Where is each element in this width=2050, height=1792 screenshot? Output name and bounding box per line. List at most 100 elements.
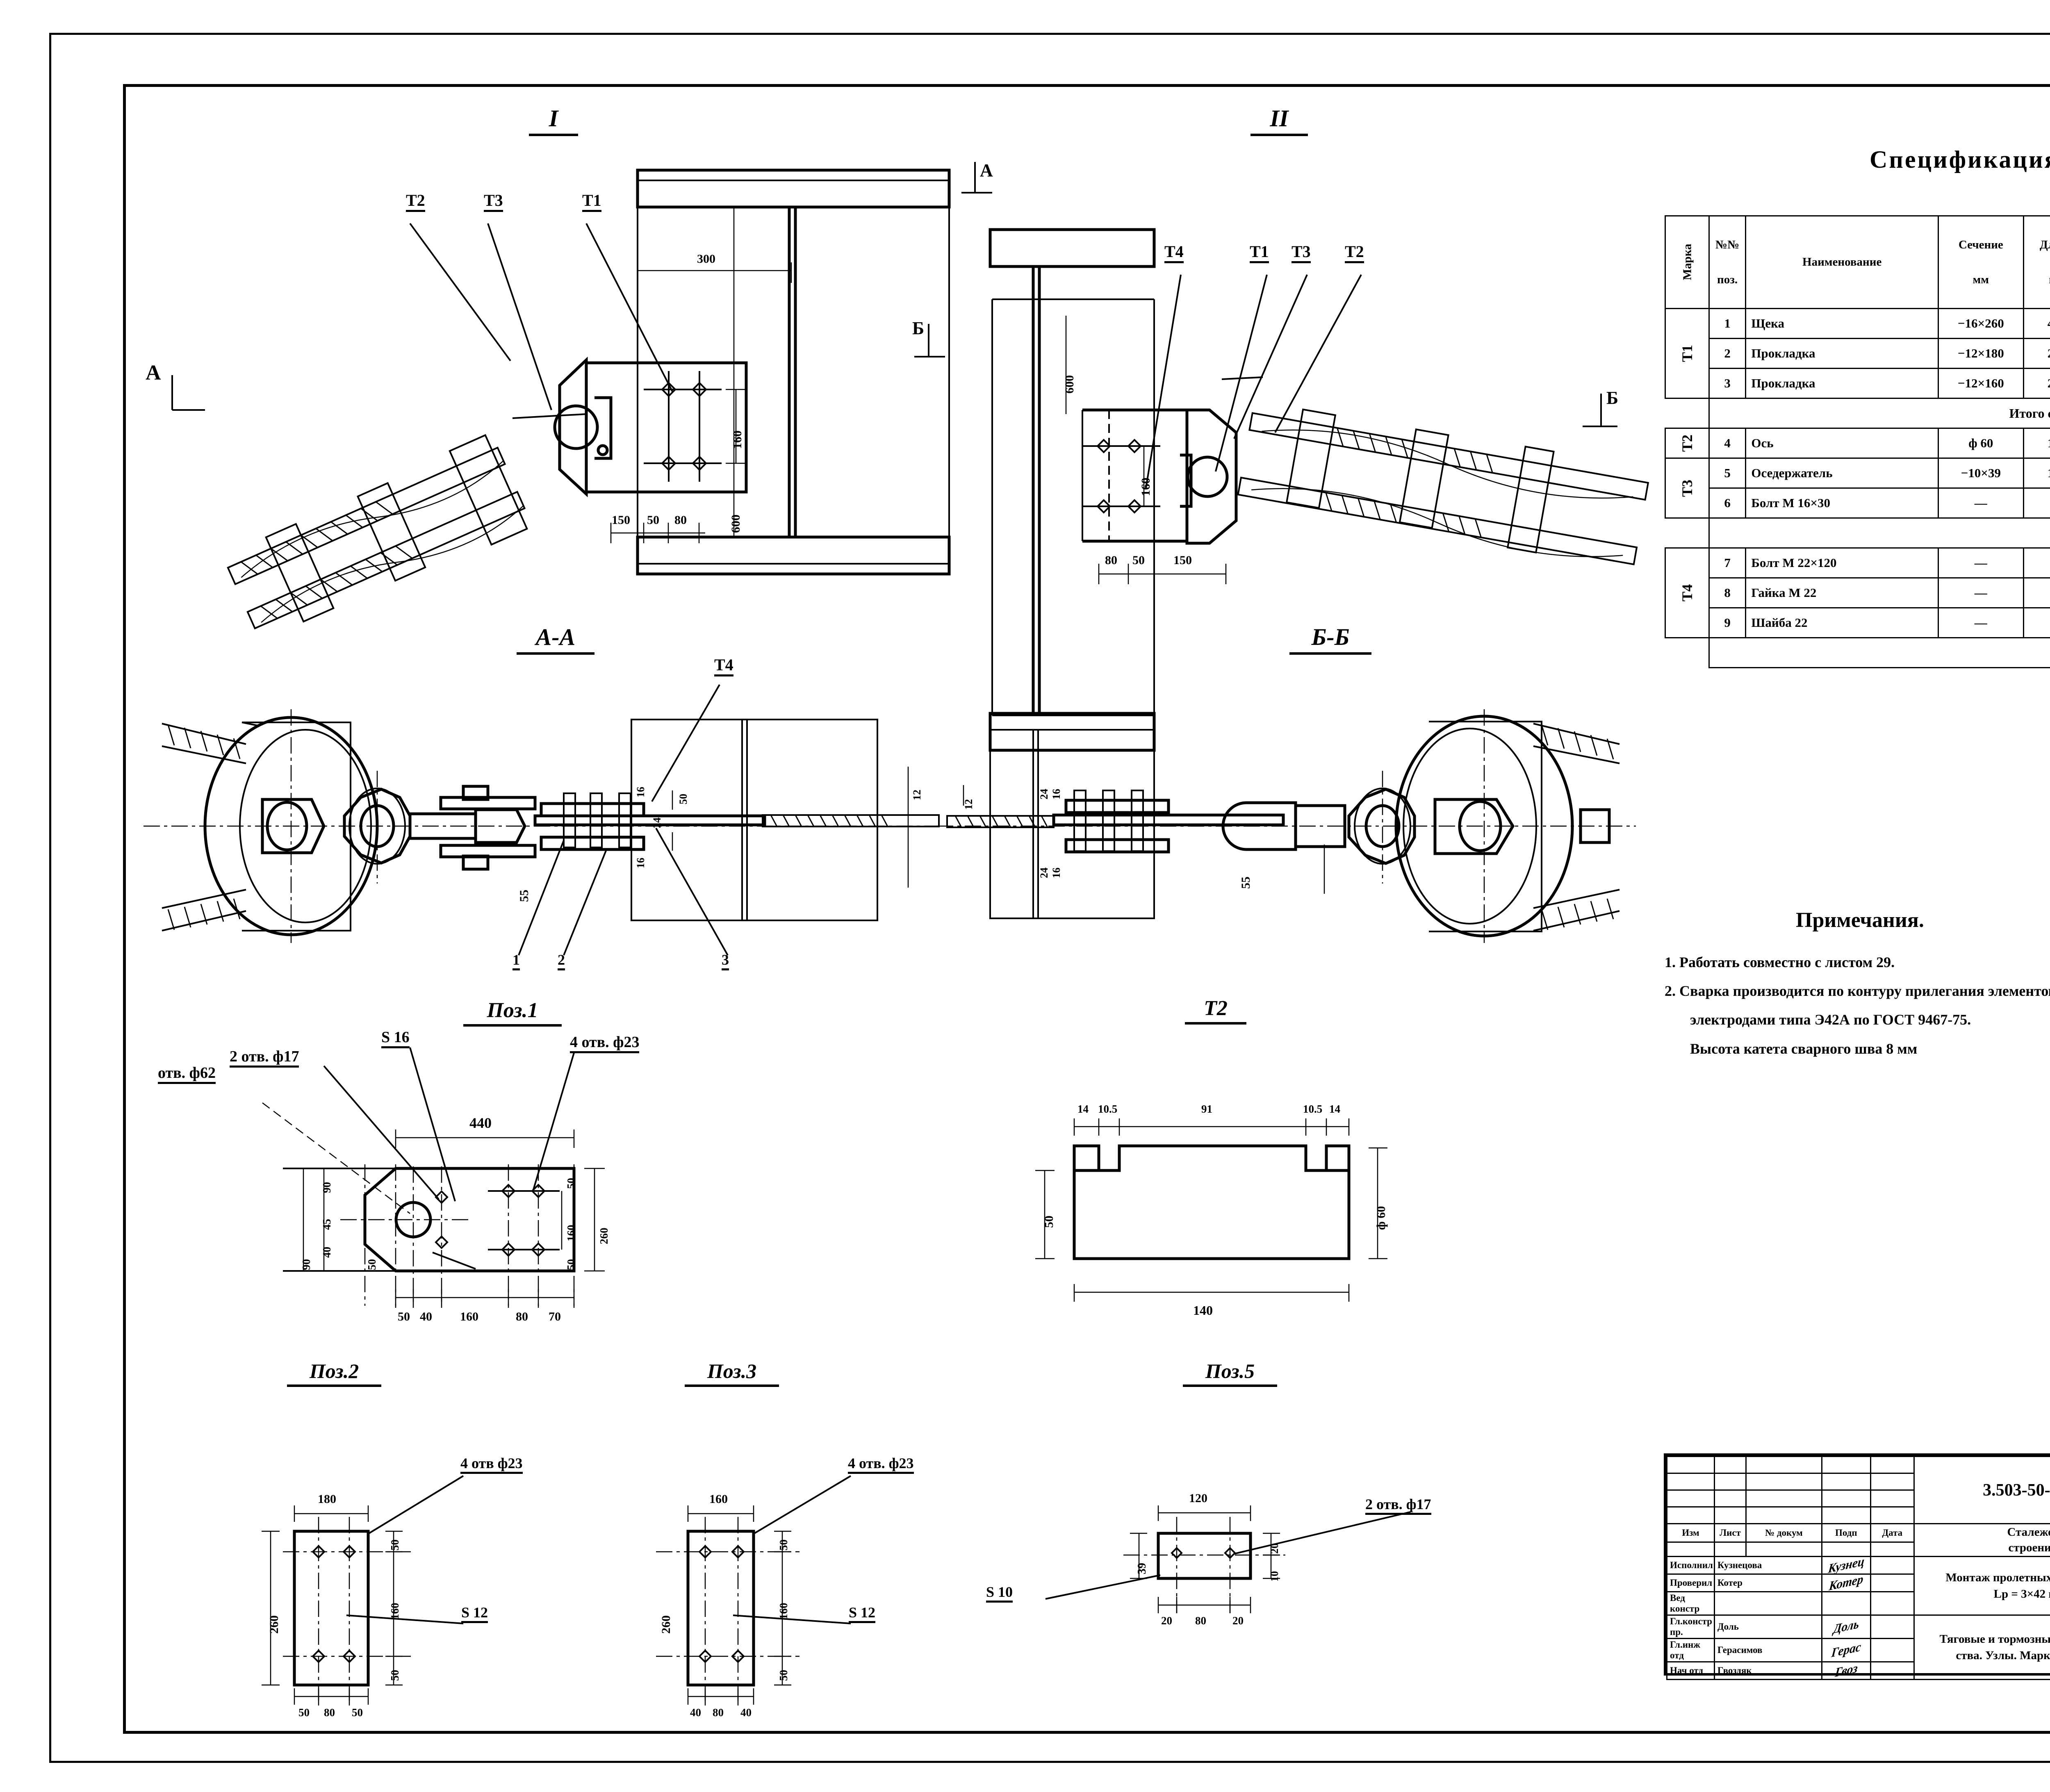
table-row: 9 Шайба 22 — — 1 0.02 — — « — ГОСТ 11371… [1665,607,2050,638]
spec-header-row: Марка №№ поз. Наименование Сечение мм Дл… [1665,215,2050,309]
section-AA-poz-1: 1 [512,951,520,970]
spec-name: Гайка М 22 [1745,577,1939,608]
stamp-row-blank-1: 3.503-50-10 [1666,1456,2050,1524]
poz2-dim-50a: 50 [298,1706,310,1719]
stamp-object-line2: строения пролетами 40, 60 и 80 м [2008,1541,2050,1554]
note-item-4: Высота катета сварного шва 8 мм [1690,1040,1918,1057]
spec-pos: 8 [1708,577,1747,608]
stamp-role-name: Доль [1713,1614,1822,1639]
stamp-row-blank-4 [1666,1506,2050,1524]
detail-II-dim-50: 50 [1132,553,1145,567]
spec-length: 140 [2023,428,2050,459]
spec-name: Ось [1745,428,1939,459]
spec-hdr-section-l2: мм [1973,273,1989,286]
stamp-role-date [1870,1638,1915,1663]
poz5-dim-120: 120 [1189,1491,1207,1505]
stamp-row-role-4: Гл.констр пр. Доль Доль Тяговые и тормоз… [1666,1614,2050,1680]
detail-I-section-label-A: A [980,160,993,180]
spec-name: Болт М 22×120 [1745,547,1939,578]
stamp-drawing-title-l2: Lр = 3×42 м [1993,1587,2050,1601]
detail-I-dim-300: 300 [697,252,715,266]
spec-total-row: Итого: 0.6 [1665,517,2050,549]
stamp-row-role-6: Нач отд Гвоздяк Гвоз [1666,1661,2050,1680]
spec-total-row: Итого со сварными швами: 22 [1665,398,2050,429]
poz5-callout-2holes: 2 отв. ф17 [1365,1496,1431,1515]
spec-hdr-name: Наименование [1802,255,1882,269]
t2-title: T2 [1185,996,1246,1025]
spec-length: — [2023,487,2050,519]
spec-total-label: Итого со сварными швами: [1708,398,2050,429]
stamp-row-revision-headers: Изм Лист № докум Подп Дата Сталежелезобе… [1666,1523,2050,1557]
table-row: 3 Прокладка −12×160 280 1 3.9 4 — « — [1665,368,2050,399]
stamp-signature: Гвоз [1834,1661,1859,1680]
poz2-callout-4holes: 4 отв ф23 [460,1455,523,1474]
spec-name: Оседержатель [1745,458,1939,489]
spec-hdr-section-l1: Сечение [1958,238,2003,252]
stamp-role-label: Исполнил [1666,1556,1715,1575]
poz1-dim-160h: 160 [460,1310,478,1323]
stamp-object-line1: Сталежелезобетонные пролетные [2007,1526,2050,1539]
spec-length: 260 [2023,338,2050,369]
stamp-drawing-sub-l1: Тяговые и тормозные обустрой- [1939,1632,2050,1646]
spec-name: Шайба 22 [1745,607,1939,638]
spec-mark-T3: T3 [1679,479,1695,497]
detail-I-dim-50: 50 [647,513,659,527]
poz5-dim-20b: 20 [1232,1614,1244,1627]
spec-section: — [1938,547,2024,578]
t2-dim-10_5b: 10.5 [1303,1103,1323,1115]
spec-pos: 2 [1708,338,1747,369]
spec-length: — [2023,547,2050,578]
spec-length: 120 [2023,458,2050,489]
spec-section: −16×260 [1938,308,2024,339]
sheet-inner-border [123,84,2050,1734]
poz5-dim-20v: 20 [1269,1543,1280,1554]
poz3-dim-40b: 40 [740,1706,752,1719]
section-AA-title: A-A [517,623,594,655]
detail-I-dim-150: 150 [612,513,630,527]
poz2-dim-80: 80 [324,1706,335,1719]
poz1-dim-50h: 50 [398,1310,410,1323]
detail-II-mark-T1: T1 [1250,242,1269,263]
stamp-role-date [1870,1591,1915,1616]
stamp-signature: Герас [1830,1639,1862,1660]
spec-section: ф 60 [1938,428,2024,459]
poz5-title: Поз.5 [1183,1359,1277,1387]
spec-length: — [2023,607,2050,638]
table-row: 6 Болт М 16×30 — — 2 0.08 0.2 То же ГОСТ… [1665,487,2050,519]
stamp-row-role-3: Вед констр [1666,1591,2050,1616]
stamp-role-date [1870,1556,1915,1575]
poz1-title: Поз.1 [463,998,562,1027]
poz5-dim-39: 39 [1136,1563,1148,1574]
poz3-dim-80: 80 [713,1706,724,1719]
sheet-outer-border [49,33,2050,1763]
detail-I-mark-T2: T2 [406,191,425,212]
spec-hdr-mark: Марка [1680,244,1694,280]
detail-II-dim-80: 80 [1105,553,1117,567]
spec-total-label: Итого: [1708,637,2050,668]
spec-table-title: Спецификация металла [1870,146,2050,173]
detail-II-section-label-B-left: Б [912,318,925,338]
stamp-role-date [1870,1661,1915,1680]
stamp-drawing-sub-l2: ства. Узлы. Марки Т1÷Т4 [1956,1649,2050,1662]
spec-hdr-pos-l1: №№ [1715,238,1740,252]
notes-title: Примечания. [1796,909,1924,932]
poz5-dim-80: 80 [1195,1614,1206,1627]
poz2-title: Поз.2 [287,1359,381,1387]
stamp-role-label: Нач отд [1666,1661,1715,1680]
spec-name: Болт М 16×30 [1745,487,1939,519]
table-row: 2 Прокладка −12×180 260 1 4.4 4 То же [1665,338,2050,369]
spec-table: Марка №№ поз. Наименование Сечение мм Дл… [1665,215,2050,668]
poz1-dim-440: 440 [469,1115,492,1131]
stamp-role-name: Кузнецова [1713,1556,1822,1575]
stamp-role-date [1870,1573,1915,1593]
t2-dim-140: 140 [1193,1303,1213,1318]
section-AA-poz-2: 2 [558,951,565,970]
note-item-1: 1. Работать совместно с листом 29. [1665,954,1895,970]
